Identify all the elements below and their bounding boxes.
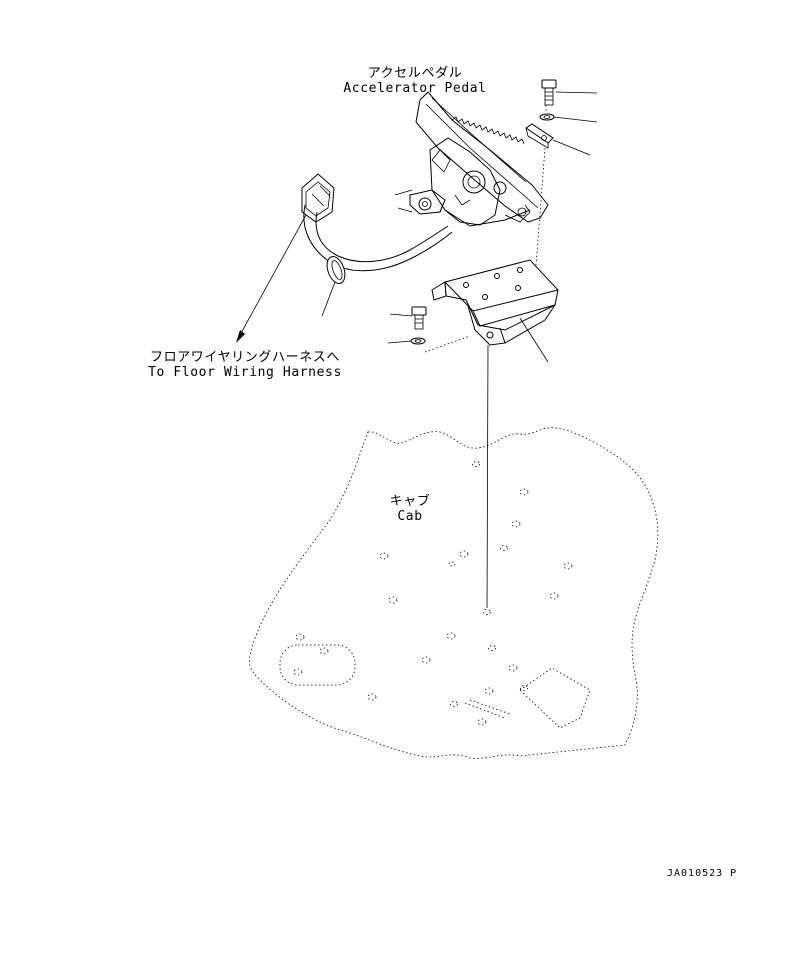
cab-floor-plate	[248, 427, 659, 759]
accelerator-pedal-label-jp: アクセルペダル	[367, 66, 463, 81]
bracket-washer	[387, 335, 471, 353]
pedal-clip	[525, 123, 591, 156]
cab-floor-holes	[293, 461, 573, 726]
accelerator-pedal-label: アクセルペダル Accelerator Pedal	[330, 66, 500, 96]
floor-harness-label-en: To Floor Wiring Harness	[148, 365, 342, 380]
mounting-bracket	[431, 259, 559, 363]
top-bolt	[541, 79, 598, 106]
cab-label-en: Cab	[397, 509, 423, 524]
cab-label: キャブ Cab	[370, 494, 450, 524]
alignment-line	[486, 344, 489, 609]
bracket-bolt	[389, 306, 427, 330]
accelerator-pedal	[394, 91, 549, 227]
floor-harness-label: フロアワイヤリングハーネスへ To Floor Wiring Harness	[140, 350, 350, 380]
cab-label-jp: キャブ	[389, 494, 431, 509]
accelerator-pedal-label-en: Accelerator Pedal	[343, 81, 487, 96]
wiring-harness-cable	[301, 173, 453, 284]
floor-harness-label-jp: フロアワイヤリングハーネスへ	[149, 350, 340, 365]
top-washer	[539, 113, 598, 123]
drawing-reference-number: JA010523 P	[667, 868, 738, 879]
harness-leader-arrow	[236, 214, 336, 343]
